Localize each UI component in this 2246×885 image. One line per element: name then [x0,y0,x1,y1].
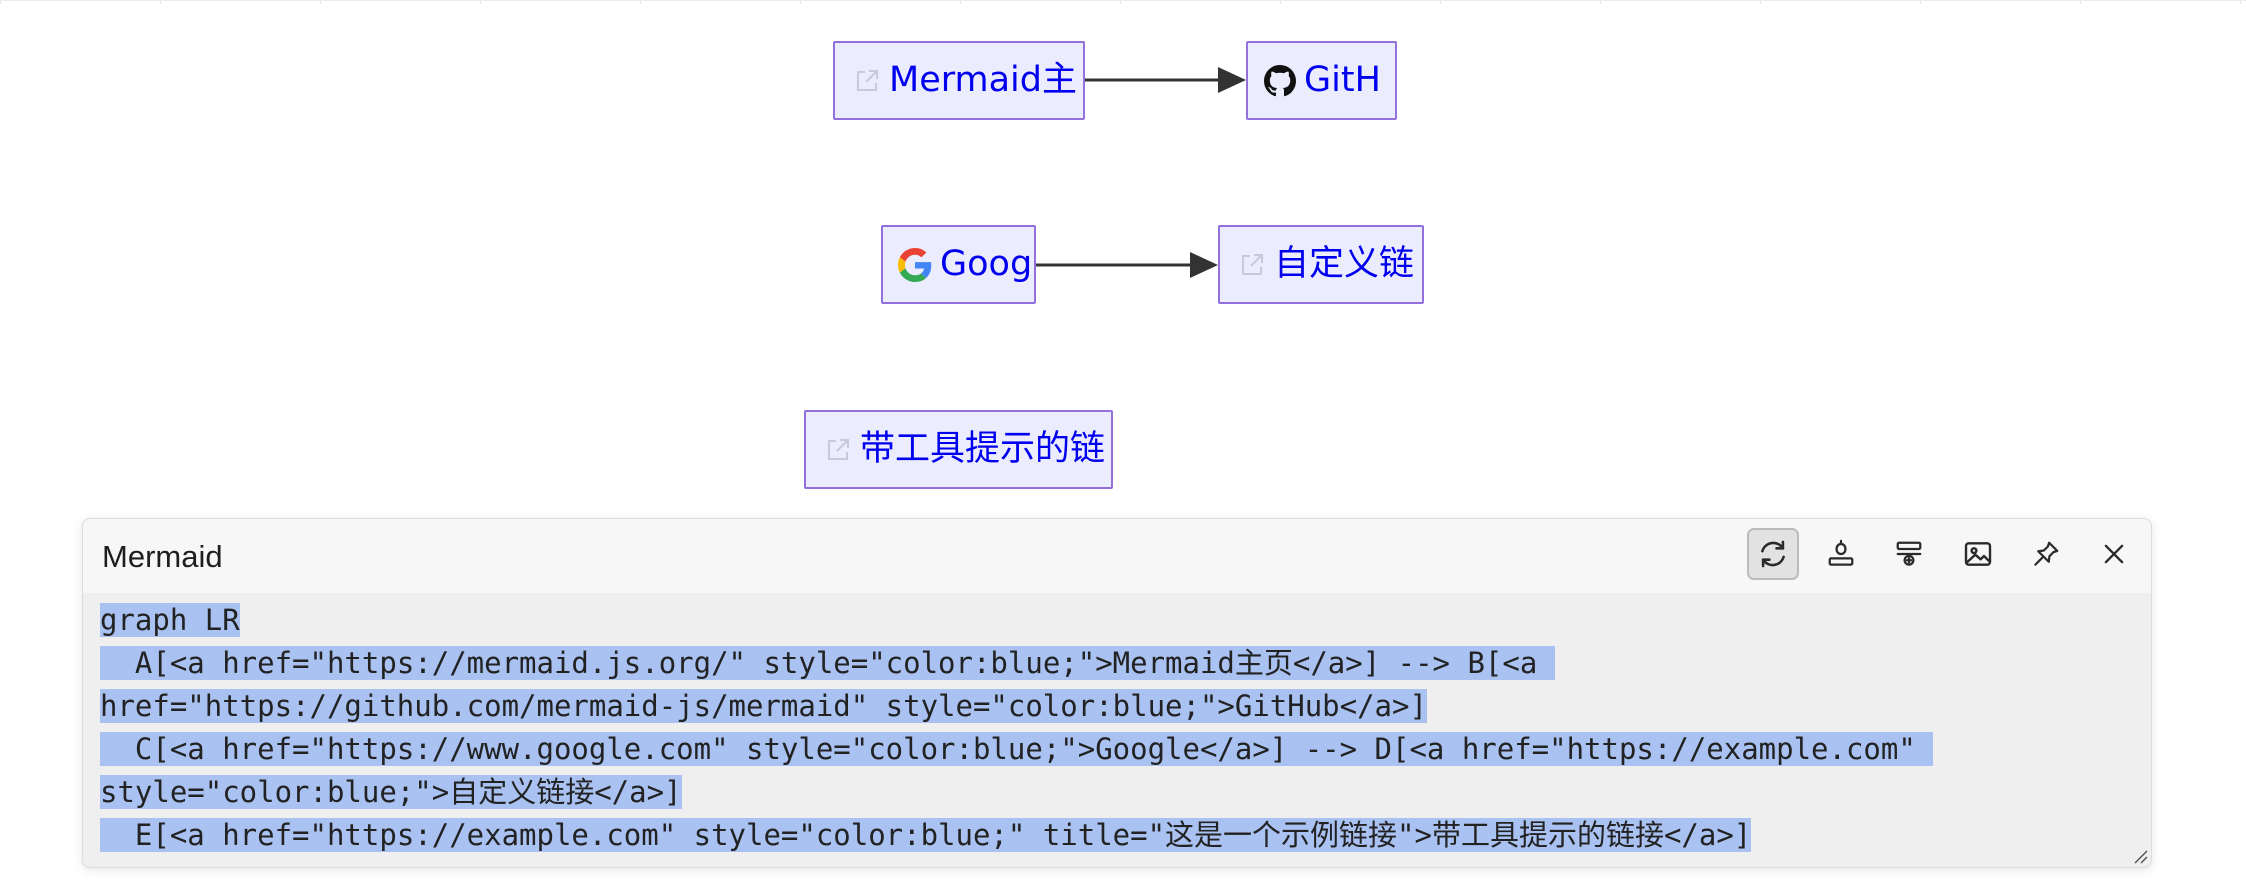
align-center-button[interactable] [1883,528,1935,580]
close-button[interactable] [2088,528,2140,580]
arrowhead-icon [1218,67,1246,93]
code-line: C[<a href="https://www.google.com" style… [100,732,1934,766]
external-link-icon [824,436,852,464]
align-top-icon [1828,539,1854,566]
code-line: href="https://github.com/mermaid-js/merm… [100,689,1427,723]
close-icon [2104,544,2124,564]
export-image-button[interactable] [1952,528,2004,580]
mermaid-editor-panel: Mermaid [82,518,2152,868]
align-center-icon [1896,541,1922,566]
panel-header: Mermaid [83,519,2151,593]
edge-c-to-d [1036,252,1218,278]
pin-button[interactable] [2020,528,2072,580]
node-a-link[interactable]: Mermaid主 [889,60,1077,100]
diagram-node-e[interactable]: 带工具提示的链 [804,410,1113,489]
node-b-link[interactable]: GitH [1304,60,1381,100]
diagram-node-a[interactable]: Mermaid主 [833,41,1085,120]
code-line: style="color:blue;">自定义链接</a>] [100,775,682,809]
resize-grip-icon[interactable] [2129,845,2149,865]
edge-a-to-b [1085,67,1246,93]
code-line: graph LR [100,603,240,637]
refresh-button[interactable] [1747,528,1799,580]
diagram-node-d[interactable]: 自定义链 [1218,225,1424,304]
node-c-link[interactable]: Goog [940,244,1033,284]
diagram-node-c[interactable]: Goog [881,225,1036,304]
panel-title: Mermaid [102,539,223,574]
github-icon [1264,64,1296,97]
code-line: A[<a href="https://mermaid.js.org/" styl… [100,646,1555,680]
external-link-icon [1238,251,1266,279]
top-divider [0,0,2246,4]
arrowhead-icon [1190,252,1218,278]
align-top-button[interactable] [1815,528,1867,580]
external-link-icon [853,67,881,95]
node-e-link[interactable]: 带工具提示的链 [860,429,1106,469]
pin-icon [2034,541,2059,566]
code-line: E[<a href="https://example.com" style="c… [100,818,1752,852]
diagram-edges [1036,67,1246,278]
diagram-node-b[interactable]: GitH [1246,41,1397,120]
mermaid-code-editor[interactable]: graph LR A[<a href="https://mermaid.js.o… [83,594,2151,867]
google-icon [898,247,932,282]
image-icon [1964,542,1992,566]
refresh-icon [1761,540,1785,568]
node-d-link[interactable]: 自定义链 [1274,244,1415,284]
